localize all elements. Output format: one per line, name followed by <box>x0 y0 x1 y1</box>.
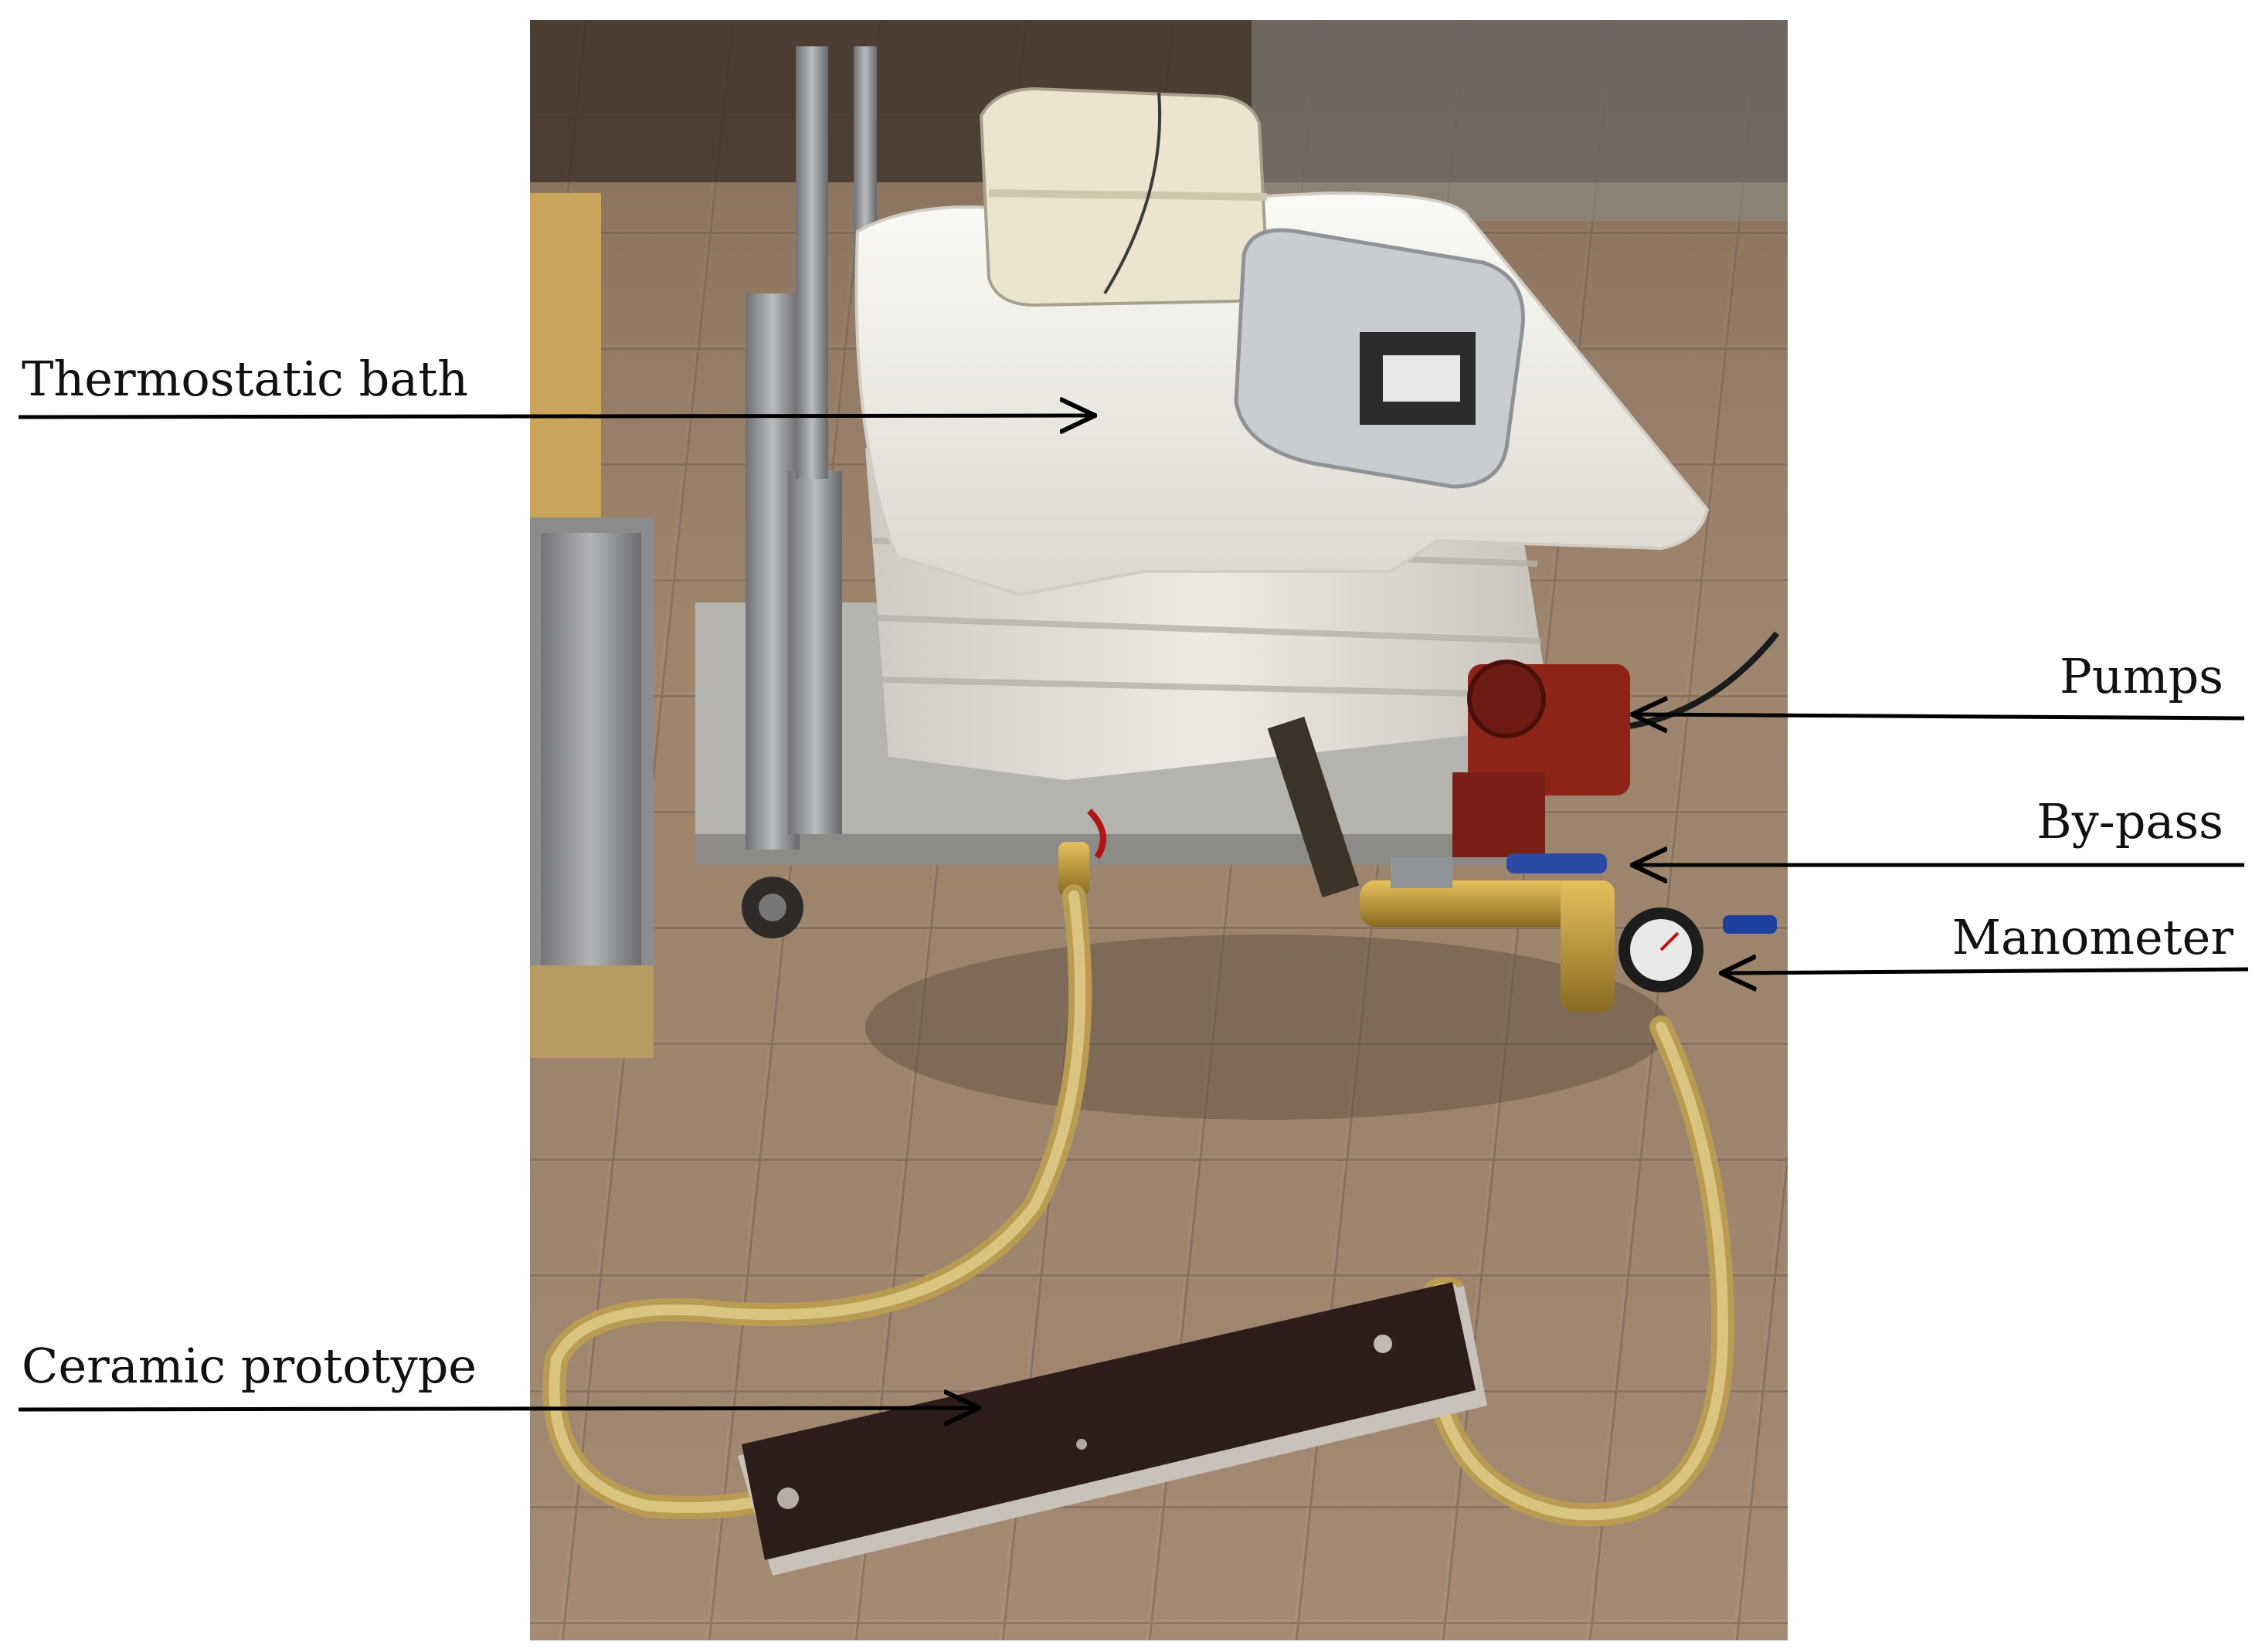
photo-frame <box>530 20 1788 1640</box>
callout-lines <box>18 416 2249 1409</box>
pump <box>1452 631 1780 857</box>
callout-label-thermostatic-bath: Thermostatic bath <box>22 351 469 407</box>
ceramic-prototype <box>738 1282 1487 1576</box>
callout-label-ceramic-prototype: Ceramic prototype <box>22 1338 477 1394</box>
callout-line-manometer <box>1723 969 2249 973</box>
callout-line-thermostatic-bath <box>18 416 1093 417</box>
callout-label-manometer: Manometer <box>1951 909 2233 965</box>
callout-label-pumps: Pumps <box>2060 648 2223 704</box>
shelf-left <box>530 193 654 1058</box>
callout-line-ceramic-prototype <box>18 1408 977 1409</box>
fittings <box>1058 716 1777 1012</box>
callout-label-by-pass: By-pass <box>2036 793 2223 850</box>
foil-pump-head <box>1234 228 1525 489</box>
callout-line-pumps <box>1634 714 2245 718</box>
